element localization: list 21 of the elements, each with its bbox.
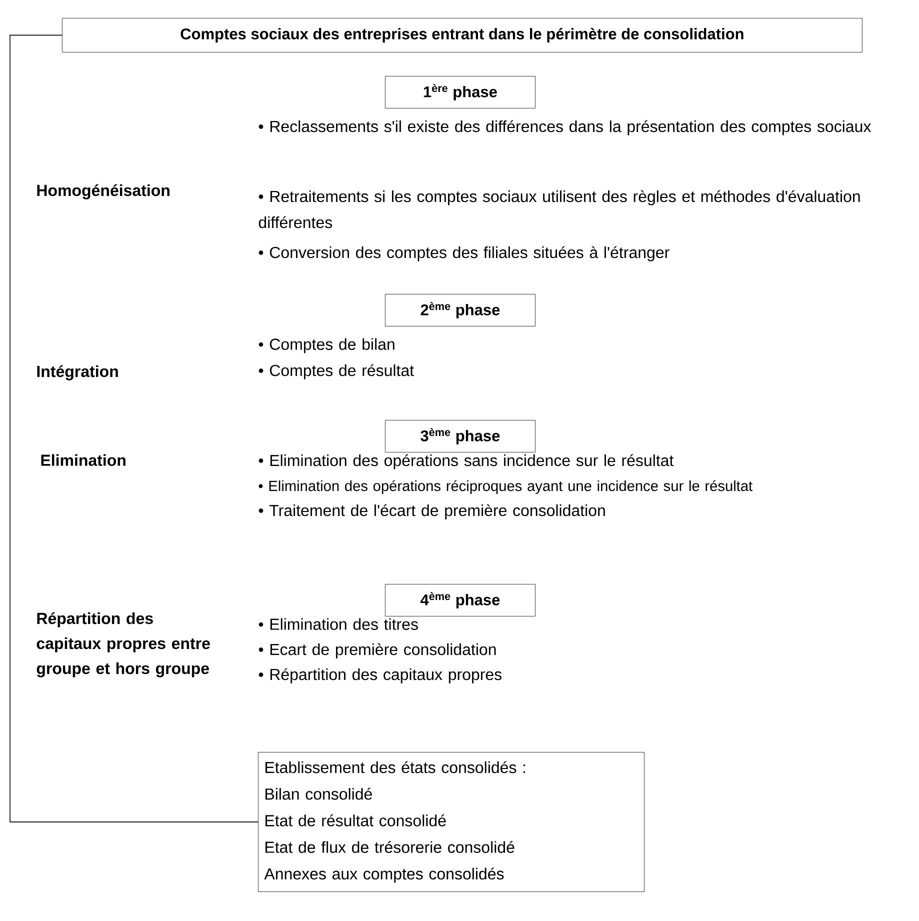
phase-box: 2$^{ème}$ phase (385, 294, 536, 326)
phase-box: 3$^{ème}$ phase (385, 420, 536, 452)
phase-heading: Elimination (41, 454, 126, 466)
bullet-text: • Elimination des titres (258, 618, 418, 630)
bullet-text: • Conversion des comptes des filiales situées à l'étranger (258, 246, 670, 262)
result-box: Etablissement des états consolidés : Bilan consolidé Etat de résultat consolidé Etat de flux de trésorerie consolidé Annexes aux comptes consolidés (258, 752, 644, 892)
bullet-text: • Répartition des capitaux propres (258, 668, 502, 684)
phase-heading: Répartition des capitaux propres entre groupe et hors groupe (36, 612, 210, 678)
bullet-text: • Comptes de bilan (258, 338, 394, 354)
phase-box: 1$^{ère}$ phase (385, 76, 536, 108)
phase-heading: Homogénéisation (37, 184, 170, 200)
bullet-text: • Retraitements si les comptes sociaux utilisent des règles et méthodes d'évaluation différentes (258, 190, 860, 228)
bullet-text: • Traitement de l'écart de première consolidation (258, 504, 605, 520)
connector-line (10, 34, 258, 822)
phase-heading: Intégration (37, 365, 118, 380)
bullet-text: • Ecart de première consolidation (258, 643, 496, 658)
bullet-text: • Elimination des opérations réciproques ayant une incidence sur le résultat (258, 480, 752, 494)
title-box: Comptes sociaux des entreprises entrant dans le périmètre de consolidation (62, 18, 862, 52)
phase-box: 4$^{ème}$ phase (385, 584, 536, 616)
bullet-text: • Comptes de résultat (258, 364, 414, 380)
bullet-text: • Reclassements s'il existe des différences dans la présentation des comptes sociaux (258, 120, 872, 136)
